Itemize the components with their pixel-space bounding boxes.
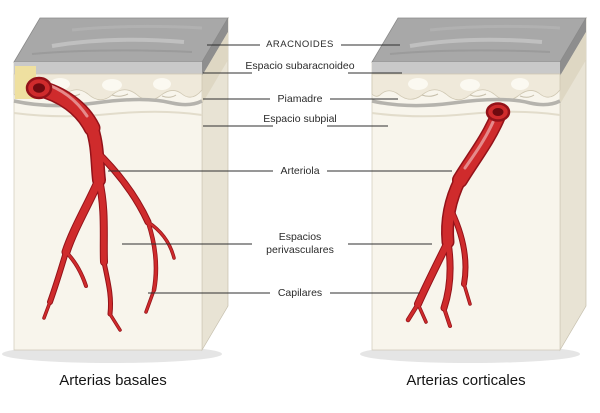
label-espacio-subpial: Espacio subpial (263, 113, 337, 125)
label-espacio-subaracnoideo: Espacio subaracnoideo (245, 60, 355, 72)
label-piamadre: Piamadre (277, 93, 323, 105)
left-artery (25, 76, 176, 332)
leader-lines (108, 44, 452, 294)
label-aracnoides: ARACNOIDES (266, 39, 334, 50)
caption-arterias-basales: Arterias basales (59, 372, 167, 389)
right-artery (405, 102, 511, 328)
label-arteriola: Arteriola (280, 165, 320, 177)
right-tissue-block (370, 16, 588, 352)
label-capilares: Capilares (277, 287, 323, 299)
caption-arterias-corticales: Arterias corticales (406, 372, 526, 389)
label-espacios-perivasculares: Espacios perivasculares (266, 231, 334, 256)
